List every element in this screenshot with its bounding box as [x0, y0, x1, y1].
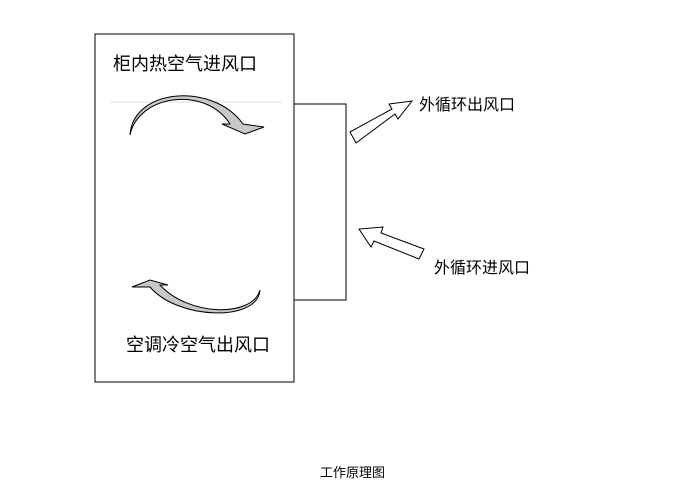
cold-air-curved-arrow-icon — [131, 279, 261, 314]
ac-unit-box — [293, 103, 347, 301]
cabinet-box — [94, 33, 295, 383]
cabinet-hot-air-inlet-label: 柜内热空气进风口 — [113, 54, 257, 75]
external-circulation-inlet-label: 外循环进风口 — [434, 258, 531, 277]
diagram-caption: 工作原理图 — [320, 466, 386, 481]
external-outlet-arrow-icon — [349, 100, 414, 144]
external-inlet-arrow-icon — [358, 226, 425, 260]
hot-air-curved-arrow-icon — [129, 95, 265, 136]
external-circulation-outlet-label: 外循环出风口 — [419, 95, 516, 114]
ac-cold-air-outlet-label: 空调冷空气出风口 — [126, 335, 270, 356]
